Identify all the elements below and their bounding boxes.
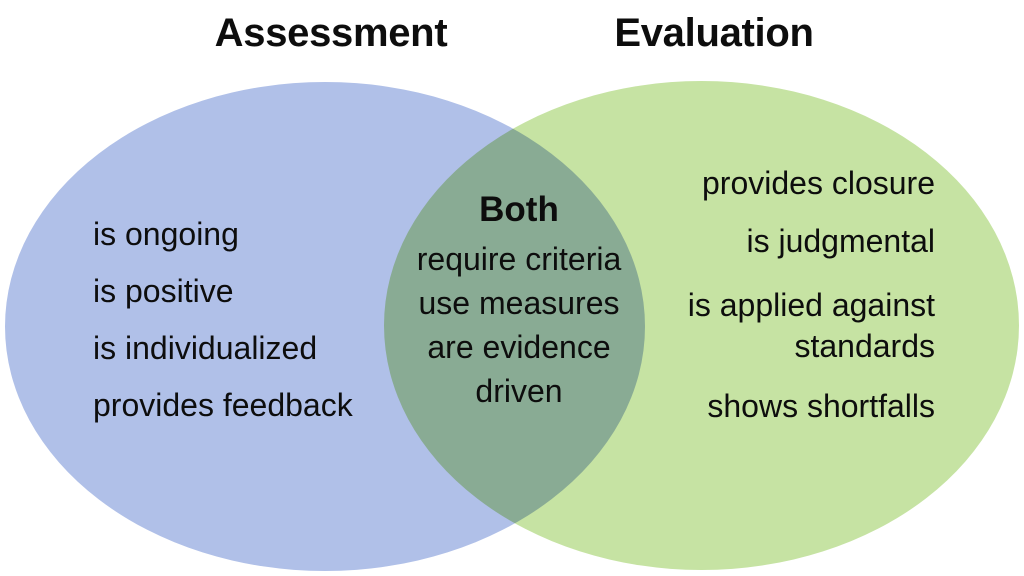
evaluation-item-3: is applied against standards (687, 286, 935, 365)
evaluation-item-2: is judgmental (746, 223, 935, 259)
set-title-evaluation: Evaluation (614, 11, 814, 55)
assessment-item-3: is individualized (93, 330, 318, 366)
assessment-item-1: is ongoing (93, 216, 239, 252)
assessment-item-4: provides feedback (93, 387, 353, 423)
evaluation-only-list: provides closure is judgmental is applie… (635, 167, 935, 422)
both-item-4: driven (475, 373, 563, 409)
set-title-assessment: Assessment (214, 11, 448, 55)
intersection-both-list: Both require criteria use measures are e… (417, 192, 622, 407)
venn-circle-evaluation (384, 81, 1019, 570)
both-item-2: use measures (418, 285, 620, 321)
assessment-item-2: is positive (93, 273, 234, 309)
assessment-only-list: is ongoing is positive is individualized… (93, 218, 353, 421)
intersection-heading: Both (479, 190, 559, 229)
evaluation-item-1: provides closure (702, 165, 935, 201)
evaluation-item-4: shows shortfalls (707, 387, 935, 424)
both-item-1: require criteria (416, 241, 622, 277)
both-item-3: are evidence (427, 329, 611, 365)
